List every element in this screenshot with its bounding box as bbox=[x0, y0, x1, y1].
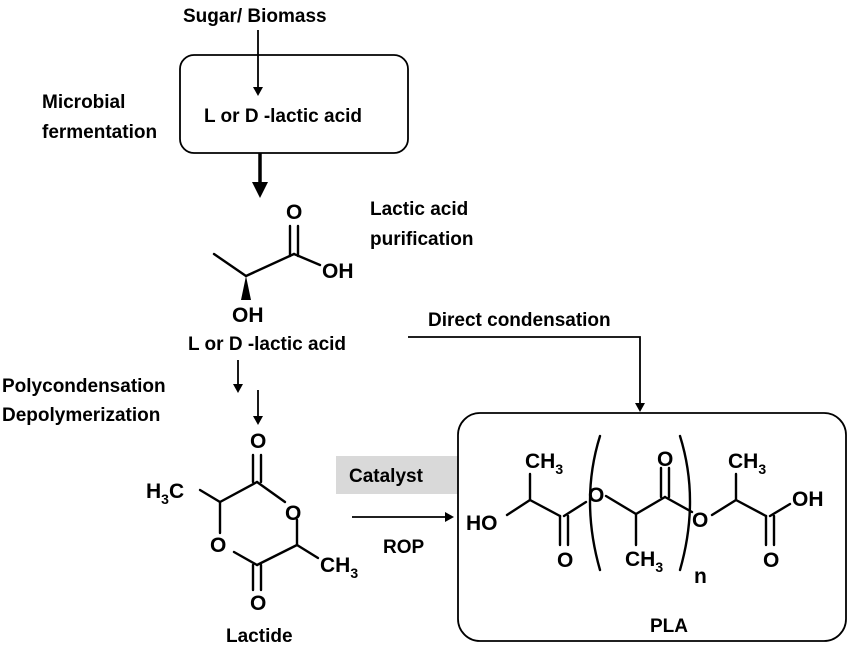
pla-box bbox=[457, 412, 847, 642]
lactide-ch3: CH3 bbox=[320, 554, 358, 581]
microbial-label-line1: Microbial bbox=[42, 92, 125, 113]
lactic-carbonyl-o: O bbox=[286, 201, 302, 224]
direct-condensation-label: Direct condensation bbox=[428, 310, 611, 331]
lactic-acid-name: L or D -lactic acid bbox=[188, 334, 346, 355]
lactic-acid-structure: O OH OH bbox=[212, 201, 354, 327]
pla-repeat-o-left: O bbox=[588, 484, 604, 507]
lactide-ring-o-right: O bbox=[285, 502, 301, 525]
arrow-box-to-structure-head bbox=[252, 182, 268, 198]
catalyst-badge bbox=[336, 456, 458, 494]
lactide-bottom-o: O bbox=[250, 592, 266, 615]
pla-repeat-carbonyl-o: O bbox=[657, 448, 673, 471]
purification-label-line1: Lactic acid bbox=[370, 199, 468, 220]
pla-left-carbonyl-o: O bbox=[557, 549, 573, 572]
purification-label-line2: purification bbox=[370, 229, 473, 250]
polycondensation-label: Polycondensation bbox=[2, 376, 166, 397]
lactic-oh: OH bbox=[322, 260, 354, 283]
arrow-direct-condensation bbox=[408, 336, 645, 412]
lactide-top-o: O bbox=[250, 430, 266, 453]
pla-structure: HO CH3 O O CH3 O O n CH3 O OH bbox=[466, 434, 824, 588]
pla-label: PLA bbox=[650, 616, 688, 637]
pla-right-carbonyl-o: O bbox=[763, 549, 779, 572]
pla-left-ch3: CH3 bbox=[525, 450, 563, 477]
lactide-ring-o-left: O bbox=[210, 534, 226, 557]
microbial-label-line2: fermentation bbox=[42, 122, 157, 143]
sugar-biomass-label: Sugar/ Biomass bbox=[183, 6, 327, 27]
catalyst-label: Catalyst bbox=[349, 466, 424, 487]
pla-right-ch3: CH3 bbox=[728, 450, 766, 477]
pla-ho: HO bbox=[466, 512, 498, 535]
lactide-label: Lactide bbox=[226, 626, 293, 647]
lactide-structure: O O O O H3C CH3 bbox=[146, 430, 358, 615]
box-lactic-acid-label: L or D -lactic acid bbox=[204, 106, 362, 127]
pla-repeat-n: n bbox=[694, 565, 707, 588]
lactic-alpha-oh: OH bbox=[232, 304, 264, 327]
pla-right-oh: OH bbox=[792, 488, 824, 511]
depolymerization-label: Depolymerization bbox=[2, 405, 160, 426]
lactide-h3c: H3C bbox=[146, 480, 184, 507]
lactic-acid-box bbox=[179, 54, 409, 154]
rop-label: ROP bbox=[383, 537, 425, 558]
pla-repeat-o-right: O bbox=[692, 509, 708, 532]
pla-repeat-ch3: CH3 bbox=[625, 548, 663, 575]
